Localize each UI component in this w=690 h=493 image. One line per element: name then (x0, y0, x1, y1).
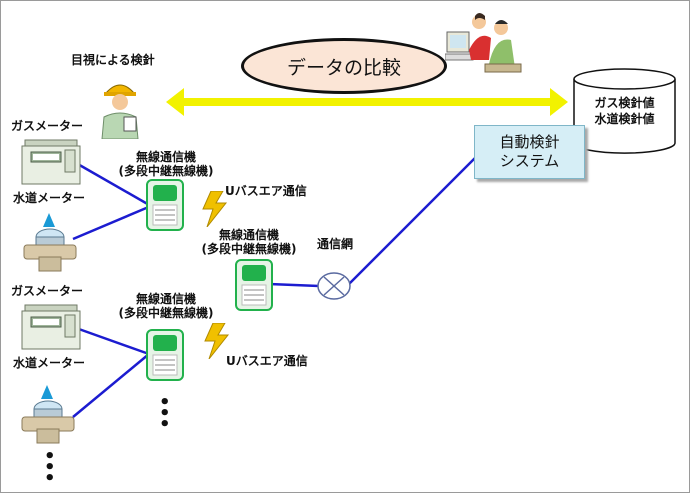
continuation-dots: ••• (44, 446, 56, 489)
db-line-water: 水道検針値 (594, 112, 655, 126)
lightning-icon (204, 323, 230, 359)
wireless-device-label-line-1: 無線通信機 (135, 150, 196, 164)
wireless-device-label-line-1: 無線通信機 (218, 228, 279, 242)
wireless-device-icon (146, 179, 184, 231)
network-label: 通信網 (317, 237, 354, 251)
wireless-device-icon (235, 259, 273, 311)
water-meter-label: 水道メーター (13, 356, 86, 370)
link-relay-to-network (268, 282, 320, 288)
visual-inspection-label: 目視による検針 (71, 53, 155, 67)
data-compare-label: データの比較 (286, 56, 401, 79)
db-line-gas: ガス検針値 (594, 96, 655, 110)
wireless-device-icon (146, 329, 184, 381)
link-water-to-wireless-1 (72, 204, 152, 241)
database-label: ガス検針値 水道検針値 (572, 95, 677, 127)
water-meter-icon (21, 385, 75, 444)
wireless-device-label: 無線通信機 (多段中継無線機) (113, 150, 219, 178)
wireless-device-label-line-2: (多段中継無線機) (201, 242, 297, 256)
compare-arrow (166, 88, 568, 116)
ubus-label: Uバスエア通信 (225, 184, 307, 198)
operators-at-pc-icon (445, 13, 522, 73)
link-water-to-wireless-3 (72, 353, 150, 418)
link-gas-to-wireless-1 (75, 161, 152, 208)
gas-meter-icon (21, 304, 81, 350)
gas-meter-icon (21, 139, 81, 185)
wireless-device-label-line-2: (多段中継無線機) (118, 306, 214, 320)
wireless-device-label-line-2: (多段中継無線機) (118, 164, 214, 178)
gas-meter-label: ガスメーター (11, 119, 84, 133)
wireless-device-label: 無線通信機 (多段中継無線機) (196, 228, 302, 256)
lightning-icon (202, 191, 228, 227)
data-compare-ellipse: データの比較 (241, 38, 447, 94)
auto-system-line-1: 自動検針 (499, 133, 560, 151)
wireless-device-label: 無線通信機 (多段中継無線機) (113, 292, 219, 320)
link-gas-to-wireless-3 (75, 326, 150, 356)
worker-icon (101, 84, 139, 139)
link-network-to-system (348, 152, 481, 285)
auto-system-line-2: システム (499, 152, 560, 170)
database-icon (573, 68, 676, 154)
water-meter-icon (23, 213, 77, 272)
gas-meter-label: ガスメーター (11, 284, 84, 298)
continuation-dots: ••• (159, 392, 171, 435)
network-node-icon (317, 272, 351, 300)
ubus-label: Uバスエア通信 (226, 354, 308, 368)
water-meter-label: 水道メーター (13, 191, 86, 205)
auto-meter-system-box: 自動検針 システム (474, 125, 585, 179)
wireless-device-label-line-1: 無線通信機 (135, 292, 196, 306)
